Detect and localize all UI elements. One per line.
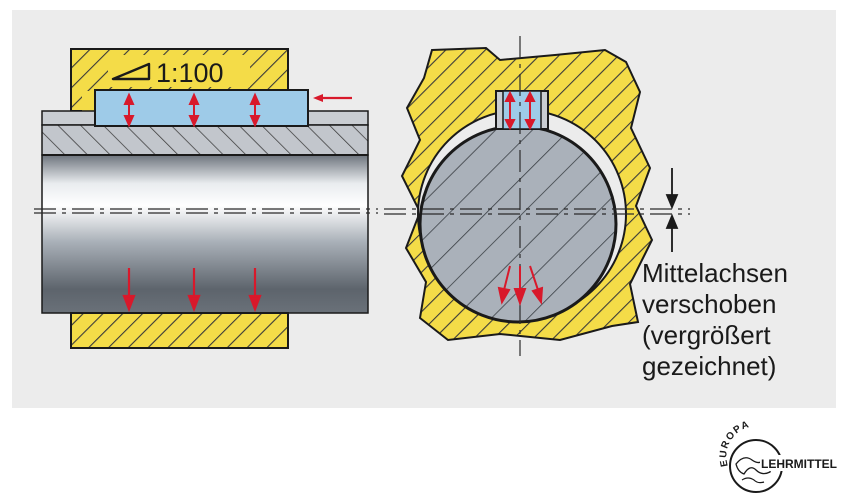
note-line-2: verschoben [642, 289, 777, 319]
cross-section-view [384, 36, 690, 356]
lower-hub-section [70, 312, 289, 349]
contact-force-arrows [497, 265, 544, 306]
shaft-cylinder [41, 154, 369, 314]
shaft-force-arrows [122, 268, 262, 313]
taper-symbol-icon [111, 62, 151, 81]
europa-lehrmittel-logo: EUROPA LEHRMITTEL [718, 419, 838, 493]
sleeve-section [41, 124, 369, 156]
note-line-3: (vergrößert [642, 320, 771, 350]
logo-bottom-text: LEHRMITTEL [761, 457, 837, 471]
axis-offset-note: Mittelachsen verschoben (vergrößert geze… [642, 258, 788, 382]
note-line-1: Mittelachsen [642, 258, 788, 288]
note-line-4: gezeichnet) [642, 351, 777, 381]
taper-ratio-label: 1:100 [156, 58, 224, 88]
offset-dimension [665, 168, 679, 252]
side-view: 1:100 [34, 48, 378, 349]
key-force-arrows [123, 92, 261, 128]
